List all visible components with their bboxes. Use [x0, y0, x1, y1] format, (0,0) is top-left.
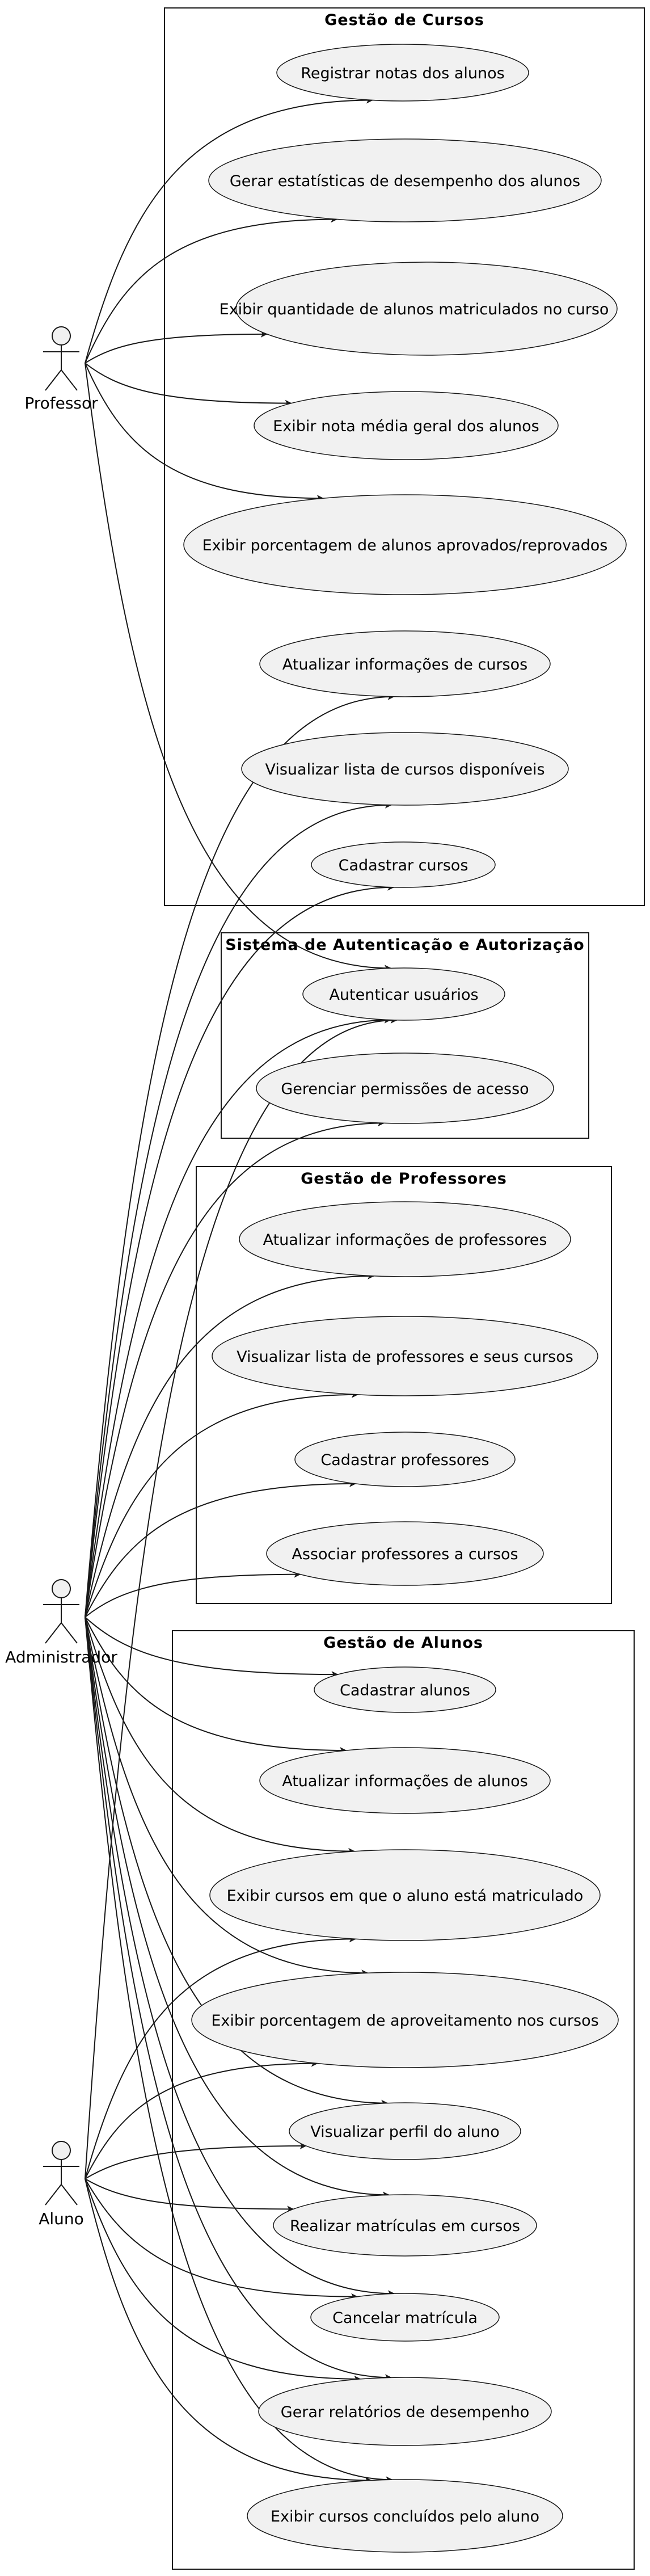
usecase-exibir-quantidade-alunos[interactable]: Exibir quantidade de alunos matriculados…: [220, 262, 618, 356]
usecase-label: Visualizar perfil do aluno: [310, 2123, 499, 2141]
usecase-gerar-estatisticas[interactable]: Gerar estatísticas de desempenho dos alu…: [208, 138, 602, 222]
usecase-label: Exibir cursos concluídos pelo aluno: [271, 2508, 539, 2526]
association-administrador-cadastrar_cursos: [85, 883, 395, 1618]
usecase-label: Exibir nota média geral dos alunos: [273, 418, 539, 435]
association-administrador-atualizar_alunos: [85, 1617, 347, 1754]
usecase-exibir-nota-media[interactable]: Exibir nota média geral dos alunos: [254, 391, 559, 460]
association-aluno-autenticar: [85, 1016, 398, 2179]
association-administrador-exibir_concluidos: [85, 1617, 393, 2484]
association-administrador-atualizar_cursos: [85, 693, 395, 1618]
association-administrador-exibir_cursos_matriculado: [85, 1617, 356, 1855]
association-administrador-autenticar: [85, 1016, 391, 1618]
usecase-label: Associar professores a cursos: [292, 1546, 518, 1563]
usecase-realizar-matriculas[interactable]: Realizar matrículas em cursos: [273, 2194, 537, 2257]
association-aluno-visualizar_perfil: [85, 2142, 307, 2179]
association-administrador-realizar_matriculas: [85, 1617, 390, 2199]
association-administrador-visualizar_perfil: [85, 1617, 389, 2107]
usecase-label: Exibir quantidade de alunos matriculados…: [220, 301, 609, 318]
association-administrador-cadastrar_alunos: [85, 1617, 339, 1678]
usecase-exibir-porcentagem-aprovados[interactable]: Exibir porcentagem de alunos aprovados/r…: [183, 494, 627, 595]
association-aluno-realizar_matriculas: [85, 2178, 294, 2213]
actor-head: [52, 1579, 71, 1598]
usecase-label: Atualizar informações de cursos: [282, 656, 527, 674]
actor-label: Aluno: [39, 2209, 84, 2228]
association-administrador-visualizar_professores: [85, 1391, 358, 1618]
package-gestao-de-cursos: Gestão de Cursos: [164, 7, 645, 906]
association-professor-autenticar: [85, 363, 391, 972]
usecase-label: Realizar matrículas em cursos: [290, 2217, 520, 2235]
package-title: Gestão de Professores: [301, 1170, 507, 1188]
usecase-gerar-relatorios[interactable]: Gerar relatórios de desempenho: [258, 2377, 552, 2446]
usecase-label: Exibir porcentagem de aproveitamento nos…: [211, 2012, 598, 2030]
association-professor-exibir_porcentagem_aprov: [85, 363, 324, 502]
usecase-label: Visualizar lista de cursos disponíveis: [265, 761, 545, 778]
association-administrador-cancelar_matricula: [85, 1617, 395, 2297]
actor-administrador[interactable]: Administrador: [5, 1579, 117, 1666]
usecase-associar-professores[interactable]: Associar professores a cursos: [266, 1521, 544, 1586]
usecase-label: Registrar notas dos alunos: [301, 65, 504, 82]
actor-aluno[interactable]: Aluno: [39, 2141, 84, 2228]
usecase-label: Autenticar usuários: [329, 986, 478, 1004]
association-administrador-gerenciar_permissoes: [85, 1119, 385, 1618]
usecase-autenticar-usuarios[interactable]: Autenticar usuários: [302, 967, 505, 1021]
usecase-label: Exibir porcentagem de alunos aprovados/r…: [202, 537, 608, 554]
association-aluno-exibir_concluidos: [85, 2178, 372, 2484]
usecase-visualizar-perfil[interactable]: Visualizar perfil do aluno: [289, 2102, 521, 2160]
associations: [85, 96, 398, 2484]
association-aluno-cancelar_matricula: [85, 2178, 358, 2300]
usecase-atualizar-alunos[interactable]: Atualizar informações de alunos: [259, 1747, 551, 1814]
usecase-label: Cadastrar cursos: [339, 857, 468, 874]
package-title: Sistema de Autenticação e Autorização: [225, 936, 584, 954]
usecase-exibir-aproveitamento[interactable]: Exibir porcentagem de aproveitamento nos…: [191, 1972, 619, 2068]
usecase-visualizar-cursos[interactable]: Visualizar lista de cursos disponíveis: [241, 732, 569, 806]
association-administrador-cadastrar_professores: [85, 1480, 356, 1618]
usecase-exibir-cursos-matriculado[interactable]: Exibir cursos em que o aluno está matric…: [209, 1849, 601, 1941]
actor-professor[interactable]: Professor: [24, 326, 98, 413]
association-professor-exibir_qtd_alunos: [85, 330, 268, 364]
usecase-cancelar-matricula[interactable]: Cancelar matrícula: [310, 2293, 500, 2342]
usecase-label: Cancelar matrícula: [332, 2309, 478, 2327]
actor-label: Administrador: [5, 1648, 117, 1666]
association-professor-gerar_estatisticas: [85, 216, 338, 364]
usecase-label: Gerenciar permissões de acesso: [281, 1080, 529, 1098]
usecase-label: Exibir cursos em que o aluno está matric…: [227, 1887, 584, 1905]
usecase-exibir-concluidos[interactable]: Exibir cursos concluídos pelo aluno: [247, 2479, 563, 2553]
usecase-atualizar-professores[interactable]: Atualizar informações de professores: [239, 1201, 571, 1277]
usecase-gerenciar-permissoes[interactable]: Gerenciar permissões de acesso: [256, 1053, 554, 1124]
association-professor-exibir_nota_media: [85, 363, 292, 407]
usecase-label: Gerar relatórios de desempenho: [281, 2404, 529, 2421]
package-gestao-de-alunos: Gestão de Alunos: [172, 1630, 635, 2570]
actor-label: Professor: [24, 394, 98, 413]
usecase-label: Cadastrar alunos: [340, 1682, 470, 1699]
usecase-label: Atualizar informações de alunos: [282, 1773, 528, 1790]
usecase-cadastrar-professores[interactable]: Cadastrar professores: [294, 1432, 516, 1487]
usecase-label: Gerar estatísticas de desempenho dos alu…: [230, 172, 580, 190]
usecase-label: Visualizar lista de professores e seus c…: [237, 1348, 573, 1366]
usecase-registrar-notas[interactable]: Registrar notas dos alunos: [276, 44, 529, 102]
association-aluno-gerar_relatorios: [85, 2178, 361, 2383]
package-title: Gestão de Alunos: [323, 1634, 483, 1652]
usecase-label: Atualizar informações de professores: [263, 1231, 547, 1249]
usecase-visualizar-professores[interactable]: Visualizar lista de professores e seus c…: [212, 1316, 598, 1396]
association-aluno-exibir_aproveitamento: [85, 2060, 318, 2179]
association-aluno-exibir_cursos_matriculado: [85, 1935, 356, 2179]
package-gestao-de-professores: Gestão de Professores: [196, 1166, 612, 1604]
association-professor-registrar_notas: [85, 96, 373, 364]
association-administrador-exibir_aproveitamento: [85, 1617, 369, 1977]
association-administrador-gerar_relatorios: [85, 1617, 392, 2381]
package-title: Gestão de Cursos: [324, 11, 484, 29]
usecase-cadastrar-alunos[interactable]: Cadastrar alunos: [314, 1666, 496, 1713]
actor-head: [52, 326, 71, 346]
association-administrador-visualizar_cursos: [85, 801, 392, 1618]
usecase-cadastrar-cursos[interactable]: Cadastrar cursos: [311, 841, 496, 888]
usecase-label: Cadastrar professores: [320, 1451, 489, 1469]
usecase-atualizar-cursos[interactable]: Atualizar informações de cursos: [259, 630, 551, 697]
actor-head: [52, 2141, 71, 2160]
association-administrador-associar_professores: [85, 1571, 301, 1618]
